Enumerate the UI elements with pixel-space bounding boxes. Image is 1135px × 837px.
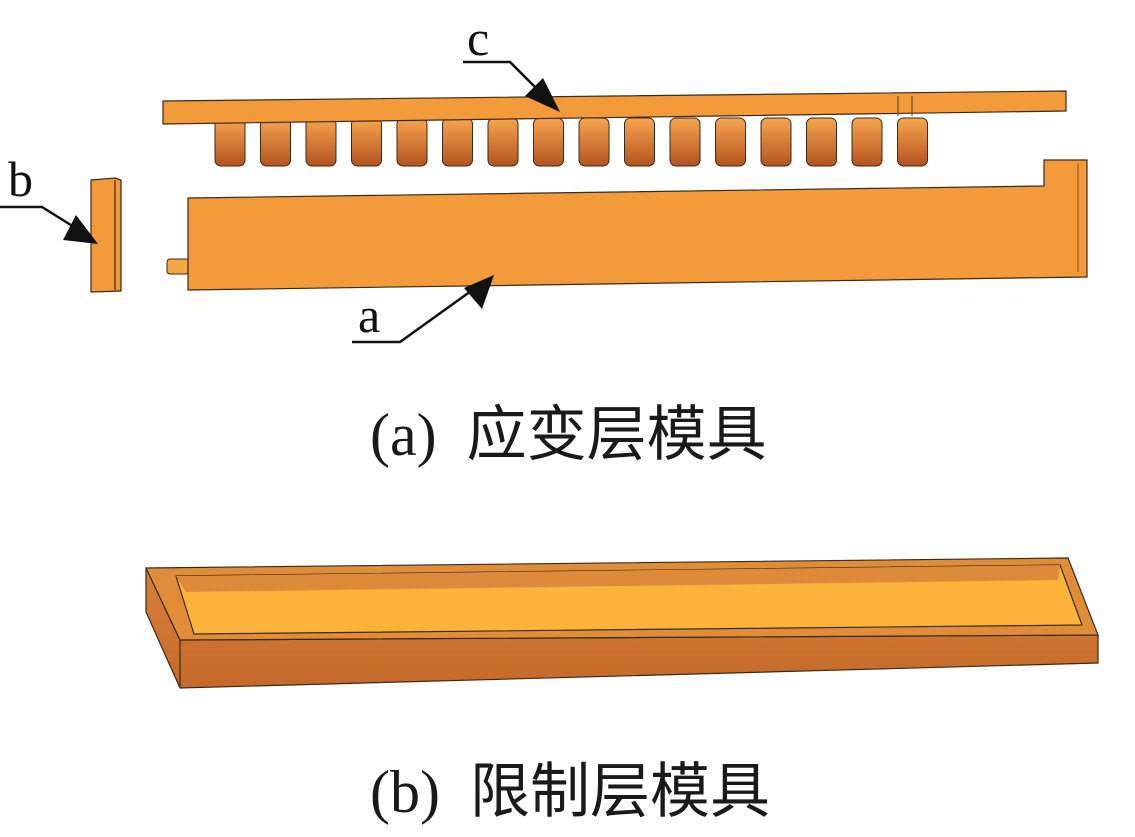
comb-tooth xyxy=(214,117,246,167)
base-pin xyxy=(166,258,190,275)
comb-tooth xyxy=(396,117,428,167)
tray-inner-back-wall xyxy=(176,565,1060,592)
callout-c: c xyxy=(463,10,560,112)
part-a-base-mold xyxy=(166,159,1088,291)
part-b-end-plate xyxy=(90,177,122,293)
comb-tooth xyxy=(715,117,746,167)
comb-tooth xyxy=(351,117,382,167)
callout-b-label: b xyxy=(8,151,33,207)
comb-tooth xyxy=(578,117,610,167)
caption-limit-layer-mold: (b) 限制层模具 xyxy=(370,759,770,825)
callout-a-leader xyxy=(352,284,479,344)
callout-b-arrowhead xyxy=(63,215,98,244)
comb-tooth xyxy=(305,117,337,167)
comb-tooth xyxy=(624,117,655,167)
callout-a-arrowhead xyxy=(464,275,494,309)
comb-tooth xyxy=(669,117,701,167)
comb-tooth xyxy=(760,117,792,167)
limit-layer-tray xyxy=(145,557,1099,689)
caption-strain-layer-mold: (a) 应变层模具 xyxy=(370,402,767,468)
callout-c-label: c xyxy=(467,10,489,66)
callout-c-arrowhead xyxy=(525,78,560,112)
part-c-comb-mold xyxy=(162,90,1067,167)
comb-tooth xyxy=(533,117,564,167)
callout-b-leader xyxy=(0,205,83,234)
callout-a: a xyxy=(352,275,494,344)
callout-b: b xyxy=(0,151,98,244)
comb-tooth xyxy=(806,117,837,167)
callout-a-label: a xyxy=(358,287,380,343)
comb-plate xyxy=(162,90,1067,125)
comb-tooth xyxy=(851,117,883,167)
comb-teeth xyxy=(214,117,928,167)
comb-tooth xyxy=(442,117,473,167)
comb-tooth xyxy=(897,117,928,167)
comb-tooth xyxy=(260,117,291,167)
comb-tooth xyxy=(487,117,519,167)
